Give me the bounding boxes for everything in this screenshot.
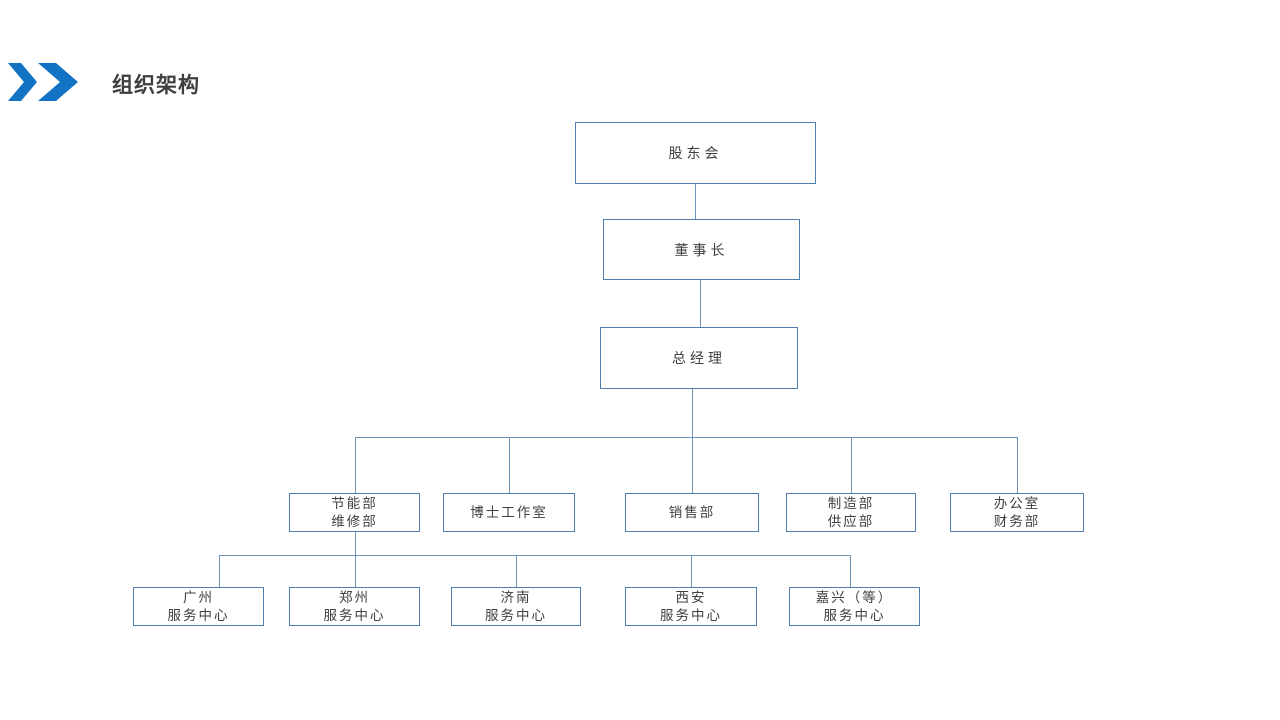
org-box-label: 广州 [183, 589, 214, 605]
org-box-label: 服务中心 [323, 607, 386, 623]
org-box-label: 制造部 [827, 495, 875, 511]
org-box-label: 服务中心 [485, 607, 547, 623]
connector-drop-jinan [516, 555, 517, 587]
org-box-manufacturing-supply-dept: 制造部 供应部 [786, 493, 916, 532]
connector-drop-xian [691, 555, 692, 587]
org-box-office-finance-dept: 办公室 财务部 [950, 493, 1084, 532]
org-box-label: 服务中心 [823, 607, 886, 623]
org-box-label: 办公室 [993, 495, 1041, 511]
org-box-label: 董事长 [674, 241, 729, 258]
connector-drop-doctor-studio [509, 437, 510, 493]
org-box-label: 济南 [500, 589, 532, 605]
chevron-right-icon [38, 63, 78, 101]
org-box-label: 郑州 [339, 589, 370, 605]
org-box-label: 节能部 [331, 495, 378, 511]
org-box-label: 西安 [675, 589, 707, 605]
org-box-label: 嘉兴（等） [815, 589, 894, 605]
org-box-energy-maintenance-dept: 节能部 维修部 [289, 493, 420, 532]
connector-l4-riser [355, 532, 356, 587]
org-box-guangzhou-service-center: 广州 服务中心 [133, 587, 264, 626]
connector-l3-riser [692, 389, 693, 437]
connector-l4-horizontal [355, 437, 1018, 438]
connector-drop-energy [355, 437, 356, 493]
org-box-jiaxing-service-center: 嘉兴（等） 服务中心 [789, 587, 920, 626]
org-box-label: 股东会 [668, 145, 723, 161]
org-box-label: 财务部 [993, 513, 1041, 529]
org-box-label: 服务中心 [167, 607, 230, 623]
connector-l5-horizontal [219, 555, 851, 556]
org-box-label: 维修部 [331, 513, 378, 529]
org-box-chairman: 董事长 [603, 219, 800, 280]
org-box-label: 销售部 [668, 504, 716, 520]
connector-l2-l3 [700, 280, 701, 327]
org-box-sales-dept: 销售部 [625, 493, 759, 532]
org-box-jinan-service-center: 济南 服务中心 [451, 587, 581, 626]
org-box-xian-service-center: 西安 服务中心 [625, 587, 757, 626]
connector-drop-guangzhou [219, 555, 220, 587]
org-box-zhengzhou-service-center: 郑州 服务中心 [289, 587, 420, 626]
connector-drop-office [1017, 437, 1018, 493]
org-box-general-manager: 总经理 [600, 327, 798, 389]
page-title: 组织架构 [112, 74, 200, 97]
org-box-label: 总经理 [672, 350, 726, 366]
connector-drop-manufacturing [851, 437, 852, 493]
connector-drop-sales [692, 437, 693, 493]
chevron-right-icon [8, 63, 37, 101]
org-box-label: 博士工作室 [470, 504, 548, 520]
connector-l1-l2 [695, 184, 696, 219]
org-box-shareholders-meeting: 股东会 [575, 122, 816, 184]
org-box-label: 供应部 [827, 513, 875, 529]
connector-drop-jiaxing [850, 555, 851, 587]
org-box-label: 服务中心 [660, 607, 722, 623]
org-box-doctor-studio: 博士工作室 [443, 493, 575, 532]
